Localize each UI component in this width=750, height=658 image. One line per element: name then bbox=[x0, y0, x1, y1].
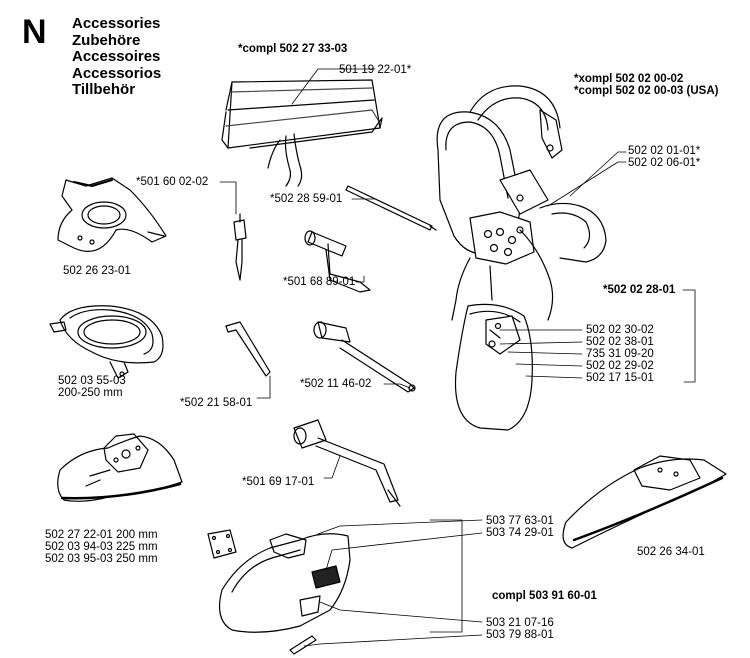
label-plate-part: 502 02 30-02 bbox=[586, 324, 654, 336]
plug-wrench-illustration bbox=[313, 321, 416, 393]
label-tool-bag: 501 19 22-01* bbox=[339, 64, 412, 76]
title-swedish: Tillbehör bbox=[72, 81, 136, 98]
harness-illustration bbox=[436, 85, 607, 321]
label-harness-kit-2: *compl 502 02 00-03 (USA) bbox=[574, 85, 719, 97]
label-small-guard: 502 26 23-01 bbox=[63, 265, 131, 277]
section-titles: Accessories Zubehöre Accessoires Accesso… bbox=[72, 15, 162, 99]
label-ring-guard-size: 200-250 mm bbox=[58, 387, 123, 399]
small-guard-illustration bbox=[57, 177, 167, 252]
title-german: Zubehöre bbox=[72, 31, 141, 49]
label-lower-part: 503 79 88-01 bbox=[486, 629, 554, 641]
label-combi-wrench: *501 69 17-01 bbox=[242, 476, 315, 488]
hex-key-illustration bbox=[225, 321, 271, 377]
label-hex-key: *502 21 58-01 bbox=[180, 397, 253, 409]
tool-bag-illustration bbox=[221, 79, 383, 187]
label-guard-sizes: 502 27 22-01 200 mm 502 03 94-03 225 mm … bbox=[45, 529, 158, 565]
label-compl-bottom: compl 503 91 60-01 bbox=[492, 590, 597, 602]
label-harness-parts: 502 02 01-01* 502 02 06-01* bbox=[628, 145, 700, 169]
label-kit-top: *compl 502 27 33-03 bbox=[238, 43, 348, 55]
label-harness-part-2: 502 02 06-01* bbox=[628, 157, 701, 169]
label-ring-guard: 502 03 55-03 200-250 mm bbox=[58, 375, 126, 399]
label-plate-part: 502 17 15-01 bbox=[586, 372, 654, 384]
pin-tool-illustration bbox=[233, 213, 247, 281]
hip-pad-illustration bbox=[454, 303, 533, 431]
label-right-guard: 502 26 34-01 bbox=[637, 546, 705, 558]
label-lower-parts-bottom: 503 21 07-16 503 79 88-01 bbox=[486, 617, 554, 641]
leader-lines bbox=[219, 68, 696, 647]
section-letter: N bbox=[22, 13, 47, 51]
t-wrench-illustration bbox=[304, 230, 371, 293]
label-plug-wrench: *502 11 46-02 bbox=[300, 378, 372, 390]
label-ring-guard-part: 502 03 55-03 bbox=[58, 375, 126, 387]
label-plate-kit: *502 02 28-01 bbox=[603, 284, 676, 296]
rod-illustration bbox=[345, 185, 437, 231]
label-plate-parts: 502 02 30-02 502 02 38-01 735 31 09-20 5… bbox=[586, 324, 654, 384]
title-english: Accessories bbox=[72, 15, 161, 32]
label-plate-part: 502 02 38-01 bbox=[586, 336, 654, 348]
label-rod: *502 28 59-01 bbox=[270, 193, 343, 205]
title-spanish: Accessorios bbox=[72, 64, 162, 82]
label-harness-kit-1: *xompl 502 02 00-02 bbox=[574, 73, 684, 85]
label-guard-size: 502 03 95-03 250 mm bbox=[45, 553, 158, 565]
ring-guard-illustration bbox=[49, 305, 164, 379]
lower-left-guard-illustration bbox=[57, 433, 183, 502]
label-lower-parts-top: 503 77 63-01 503 74 29-01 bbox=[486, 515, 554, 539]
label-lower-part: 503 77 63-01 bbox=[486, 515, 554, 527]
bottom-guard-illustration bbox=[207, 529, 351, 655]
label-guard-size: 502 27 22-01 200 mm bbox=[45, 529, 158, 541]
label-harness-part-1: 502 02 01-01* bbox=[628, 145, 701, 157]
label-harness-kit: *xompl 502 02 00-02 *compl 502 02 00-03 … bbox=[574, 73, 718, 97]
combi-wrench-illustration bbox=[293, 419, 401, 507]
label-guard-size: 502 03 94-03 225 mm bbox=[45, 541, 158, 553]
label-t-wrench: *501 68 89-01 bbox=[283, 276, 356, 288]
label-lower-part: 503 21 07-16 bbox=[486, 617, 554, 629]
label-plate-part: 502 02 29-02 bbox=[586, 360, 654, 372]
right-guard-illustration bbox=[562, 455, 727, 549]
title-french: Accessoires bbox=[72, 48, 161, 65]
label-plate-part: 735 31 09-20 bbox=[586, 348, 654, 360]
label-pin-tool: *501 60 02-02 bbox=[136, 176, 209, 188]
label-lower-part: 503 74 29-01 bbox=[486, 527, 554, 539]
